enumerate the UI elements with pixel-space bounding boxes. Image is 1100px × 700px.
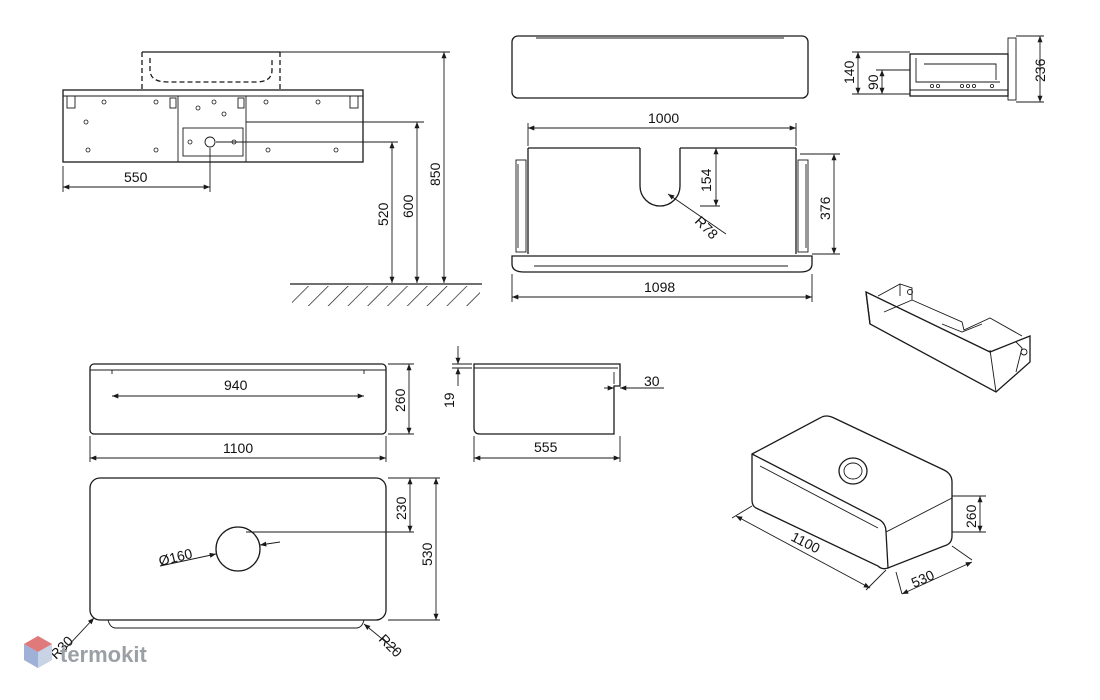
dim-1000: 1000 [648,110,679,126]
dim-555: 555 [534,439,558,455]
side-profile-view: 19 30 555 [441,346,664,462]
brand-name: termokit [60,642,147,667]
dim-1098: 1098 [644,279,675,295]
unit-isometric: 1100 530 260 [731,415,986,595]
dim-530-top: 530 [419,542,435,566]
counter-front-view: 940 260 1100 [89,363,414,462]
dim-850: 850 [427,162,443,186]
drawer-side-section: 236 140 90 [841,35,1048,103]
dim-230: 230 [393,496,409,520]
dim-520: 520 [375,202,391,226]
basin-top-view: Ø160 230 530 R30 R20 [47,477,440,662]
drawer-isometric [865,283,1031,393]
dim-260-front: 260 [392,388,408,412]
dim-600: 600 [400,194,416,218]
front-elevation-view: 550 520 600 850 [62,51,482,306]
dim-260-iso: 260 [963,504,979,528]
dim-30: 30 [644,373,660,389]
dim-1100-iso: 1100 [789,528,823,556]
dim-90: 90 [865,74,881,90]
top-plan-views: 1000 154 R78 376 1098 [511,35,840,302]
dim-19: 19 [441,392,457,408]
dim-154: 154 [698,168,714,192]
dim-376: 376 [817,196,833,220]
dim-r20: R20 [376,631,406,661]
dim-dia160: Ø160 [157,545,194,569]
dim-940: 940 [224,377,248,393]
floor-hatch [292,286,480,306]
dim-236: 236 [1032,58,1048,82]
dim-550: 550 [124,169,148,185]
brand-logo: termokit [24,636,147,668]
dim-530-iso: 530 [909,567,937,591]
dim-r78: R78 [692,213,722,243]
dim-140: 140 [841,60,857,84]
dim-1100-front: 1100 [223,440,253,456]
